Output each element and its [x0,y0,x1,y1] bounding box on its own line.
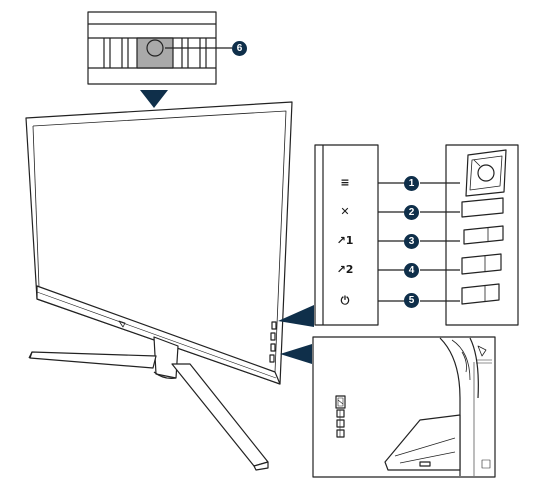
sensor-window [136,37,174,69]
callout-1: 1 [404,176,419,191]
button-5-shape [461,283,500,305]
rear-view-inset [280,336,496,478]
monitor-stand [28,336,269,471]
physical-buttons-inset [420,144,519,326]
side-button [270,332,276,341]
callout-5: 5 [404,293,419,308]
callout-3: 3 [404,234,419,249]
brand-logo-icon [477,345,487,357]
joystick-icon [477,164,495,182]
rear-joystick [335,395,346,409]
power-icon: ⏻ [340,294,350,307]
button-2-shape [461,197,504,218]
top-sensor-inset [87,11,232,85]
brand-logo-icon [118,320,126,328]
proximity-sensor-icon [146,39,164,57]
left-arrow-icon [278,305,314,327]
button-panel-inset [314,144,405,326]
shortcut-2-icon: ↗2 [336,263,354,276]
down-arrow-icon [140,90,168,108]
callout-6: 6 [232,41,247,56]
menu-icon: ≡ [340,176,350,189]
side-button [269,354,275,363]
monitor-body [25,101,293,385]
close-icon: ✕ [340,205,350,218]
button-3-shape [463,225,504,245]
left-arrow-icon [280,344,312,364]
side-button [270,343,276,352]
button-4-shape [461,253,502,275]
side-button [271,321,277,330]
callout-2: 2 [404,205,419,220]
shortcut-1-icon: ↗1 [336,234,354,247]
callout-4: 4 [404,263,419,278]
